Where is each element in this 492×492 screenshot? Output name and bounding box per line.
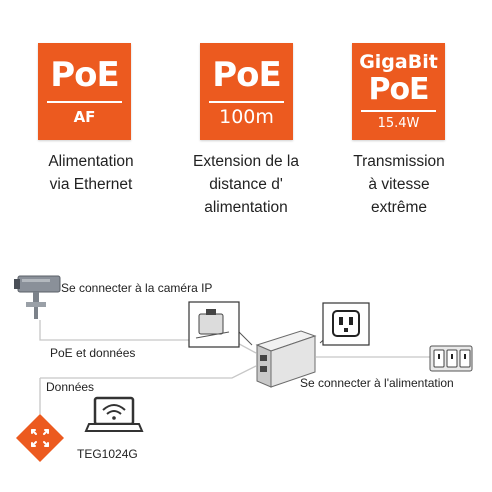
data-label: Données — [46, 380, 95, 394]
caption-line: via Ethernet — [49, 176, 133, 193]
badge-divider — [361, 110, 436, 112]
feature-caption-power: Alimentation via Ethernet — [16, 150, 166, 196]
caption-line: alimentation — [204, 199, 288, 216]
poe-af-badge: PoE AF — [38, 43, 131, 140]
ip-camera-icon — [14, 275, 61, 319]
power-outlet-icon — [322, 302, 370, 346]
caption-line: Alimentation — [48, 153, 134, 170]
connection-lines — [39, 320, 430, 414]
badge-subtitle: 100m — [219, 106, 274, 128]
badge-subtitle: AF — [73, 108, 96, 126]
badge-divider — [47, 101, 122, 103]
data-line — [40, 365, 257, 379]
badge-title: PoE — [212, 55, 282, 95]
ethernet-port-icon — [188, 301, 240, 348]
badge-title: PoE — [50, 55, 120, 95]
poe-100m-badge: PoE 100m — [200, 43, 293, 140]
feature-caption-distance: Extension de la distance d' alimentation — [171, 150, 321, 219]
switch-label: TEG1024G — [77, 447, 138, 461]
badge-divider — [209, 101, 284, 103]
laptop-wifi-icon — [84, 396, 144, 432]
poe-injector-icon — [255, 330, 317, 388]
port-pointer — [237, 330, 253, 346]
gigabit-poe-badge: GigaBit PoE 15.4W — [352, 43, 445, 140]
caption-line: Extension de la — [193, 153, 299, 170]
caption-line: Transmission — [353, 153, 445, 170]
badge-subtitle: 15.4W — [377, 116, 420, 131]
caption-line: à vitesse — [368, 176, 430, 193]
feature-caption-speed: Transmission à vitesse extrême — [324, 150, 474, 219]
camera-line — [39, 320, 257, 354]
badge-title: PoE — [368, 72, 429, 107]
camera-label: Se connecter à la caméra IP — [61, 281, 213, 295]
network-switch-icon — [16, 414, 64, 462]
caption-line: distance d' — [209, 176, 283, 193]
poe-data-label: PoE et données — [50, 346, 136, 360]
power-strip-icon — [429, 345, 473, 372]
caption-line: extrême — [371, 199, 427, 216]
badge-top-title: GigaBit — [359, 51, 438, 73]
power-label: Se connecter à l'alimentation — [300, 376, 454, 390]
